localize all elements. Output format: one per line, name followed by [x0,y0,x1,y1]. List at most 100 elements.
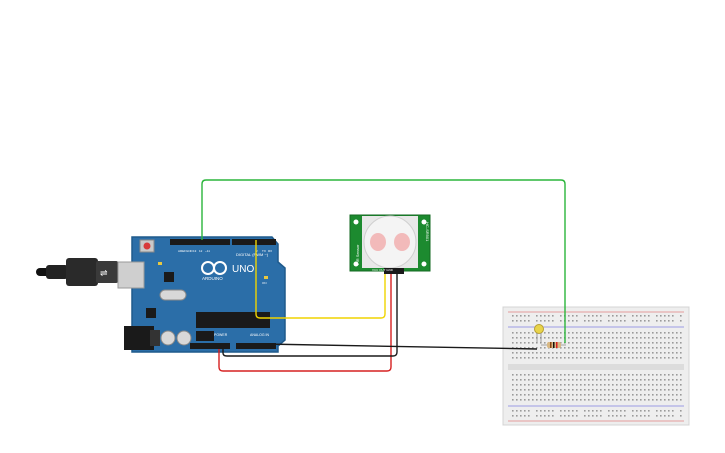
breadboard-hole[interactable] [632,337,634,339]
breadboard-hole[interactable] [600,389,602,391]
breadboard-hole[interactable] [640,415,642,417]
breadboard-hole[interactable] [560,315,562,317]
breadboard-hole[interactable] [520,357,522,359]
wire-black-pir-gnd[interactable] [222,274,398,357]
breadboard-hole[interactable] [612,384,614,386]
breadboard-hole[interactable] [588,347,590,349]
breadboard-hole[interactable] [668,352,670,354]
breadboard-hole[interactable] [552,410,554,412]
breadboard-hole[interactable] [648,379,650,381]
breadboard-hole[interactable] [576,384,578,386]
breadboard-hole[interactable] [544,315,546,317]
breadboard-hole[interactable] [624,384,626,386]
breadboard-hole[interactable] [676,394,678,396]
breadboard-hole[interactable] [600,342,602,344]
breadboard-hole[interactable] [668,332,670,334]
breadboard-hole[interactable] [560,394,562,396]
breadboard-hole[interactable] [576,320,578,322]
breadboard-hole[interactable] [620,337,622,339]
breadboard-hole[interactable] [584,399,586,401]
breadboard-hole[interactable] [644,384,646,386]
breadboard-hole[interactable] [656,347,658,349]
breadboard-hole[interactable] [636,347,638,349]
breadboard-hole[interactable] [584,315,586,317]
breadboard-hole[interactable] [652,384,654,386]
breadboard-hole[interactable] [668,357,670,359]
breadboard-hole[interactable] [616,415,618,417]
breadboard-hole[interactable] [628,342,630,344]
breadboard-hole[interactable] [644,337,646,339]
breadboard-hole[interactable] [640,374,642,376]
breadboard-hole[interactable] [640,399,642,401]
breadboard-hole[interactable] [536,374,538,376]
breadboard-hole[interactable] [540,415,542,417]
breadboard-hole[interactable] [648,337,650,339]
breadboard-hole[interactable] [652,352,654,354]
breadboard-hole[interactable] [512,379,514,381]
breadboard-hole[interactable] [608,384,610,386]
breadboard-hole[interactable] [604,337,606,339]
breadboard-hole[interactable] [512,410,514,412]
breadboard-hole[interactable] [600,315,602,317]
breadboard-hole[interactable] [676,337,678,339]
breadboard-hole[interactable] [608,332,610,334]
breadboard-hole[interactable] [620,315,622,317]
breadboard-hole[interactable] [588,320,590,322]
breadboard-hole[interactable] [636,410,638,412]
breadboard-hole[interactable] [672,315,674,317]
breadboard-hole[interactable] [572,315,574,317]
breadboard-hole[interactable] [548,374,550,376]
breadboard-hole[interactable] [528,342,530,344]
breadboard-hole[interactable] [564,374,566,376]
breadboard-hole[interactable] [640,384,642,386]
breadboard-hole[interactable] [624,394,626,396]
breadboard-hole[interactable] [584,410,586,412]
breadboard-hole[interactable] [676,399,678,401]
breadboard-hole[interactable] [560,415,562,417]
breadboard-hole[interactable] [672,384,674,386]
breadboard-hole[interactable] [520,389,522,391]
breadboard-hole[interactable] [588,415,590,417]
breadboard-hole[interactable] [588,332,590,334]
breadboard-hole[interactable] [680,332,682,334]
breadboard-hole[interactable] [512,394,514,396]
breadboard-hole[interactable] [656,379,658,381]
breadboard-hole[interactable] [584,320,586,322]
breadboard-hole[interactable] [664,379,666,381]
breadboard-hole[interactable] [660,352,662,354]
breadboard-hole[interactable] [628,399,630,401]
breadboard-hole[interactable] [596,384,598,386]
breadboard-hole[interactable] [576,394,578,396]
breadboard-hole[interactable] [560,357,562,359]
breadboard[interactable] [502,306,690,426]
breadboard-hole[interactable] [680,384,682,386]
breadboard-hole[interactable] [564,399,566,401]
breadboard-hole[interactable] [548,399,550,401]
breadboard-hole[interactable] [636,315,638,317]
breadboard-hole[interactable] [604,399,606,401]
breadboard-hole[interactable] [512,389,514,391]
breadboard-hole[interactable] [512,357,514,359]
breadboard-hole[interactable] [652,379,654,381]
digital-header-lower[interactable] [232,239,276,245]
breadboard-hole[interactable] [572,347,574,349]
breadboard-hole[interactable] [624,374,626,376]
breadboard-hole[interactable] [588,389,590,391]
breadboard-hole[interactable] [600,374,602,376]
breadboard-hole[interactable] [648,415,650,417]
breadboard-hole[interactable] [616,410,618,412]
breadboard-hole[interactable] [612,337,614,339]
breadboard-hole[interactable] [656,410,658,412]
breadboard-hole[interactable] [668,315,670,317]
breadboard-hole[interactable] [608,374,610,376]
breadboard-hole[interactable] [564,394,566,396]
breadboard-hole[interactable] [612,347,614,349]
breadboard-hole[interactable] [664,410,666,412]
breadboard-hole[interactable] [564,347,566,349]
breadboard-hole[interactable] [636,415,638,417]
breadboard-hole[interactable] [520,337,522,339]
breadboard-hole[interactable] [628,357,630,359]
breadboard-hole[interactable] [520,394,522,396]
breadboard-hole[interactable] [556,379,558,381]
breadboard-hole[interactable] [520,347,522,349]
